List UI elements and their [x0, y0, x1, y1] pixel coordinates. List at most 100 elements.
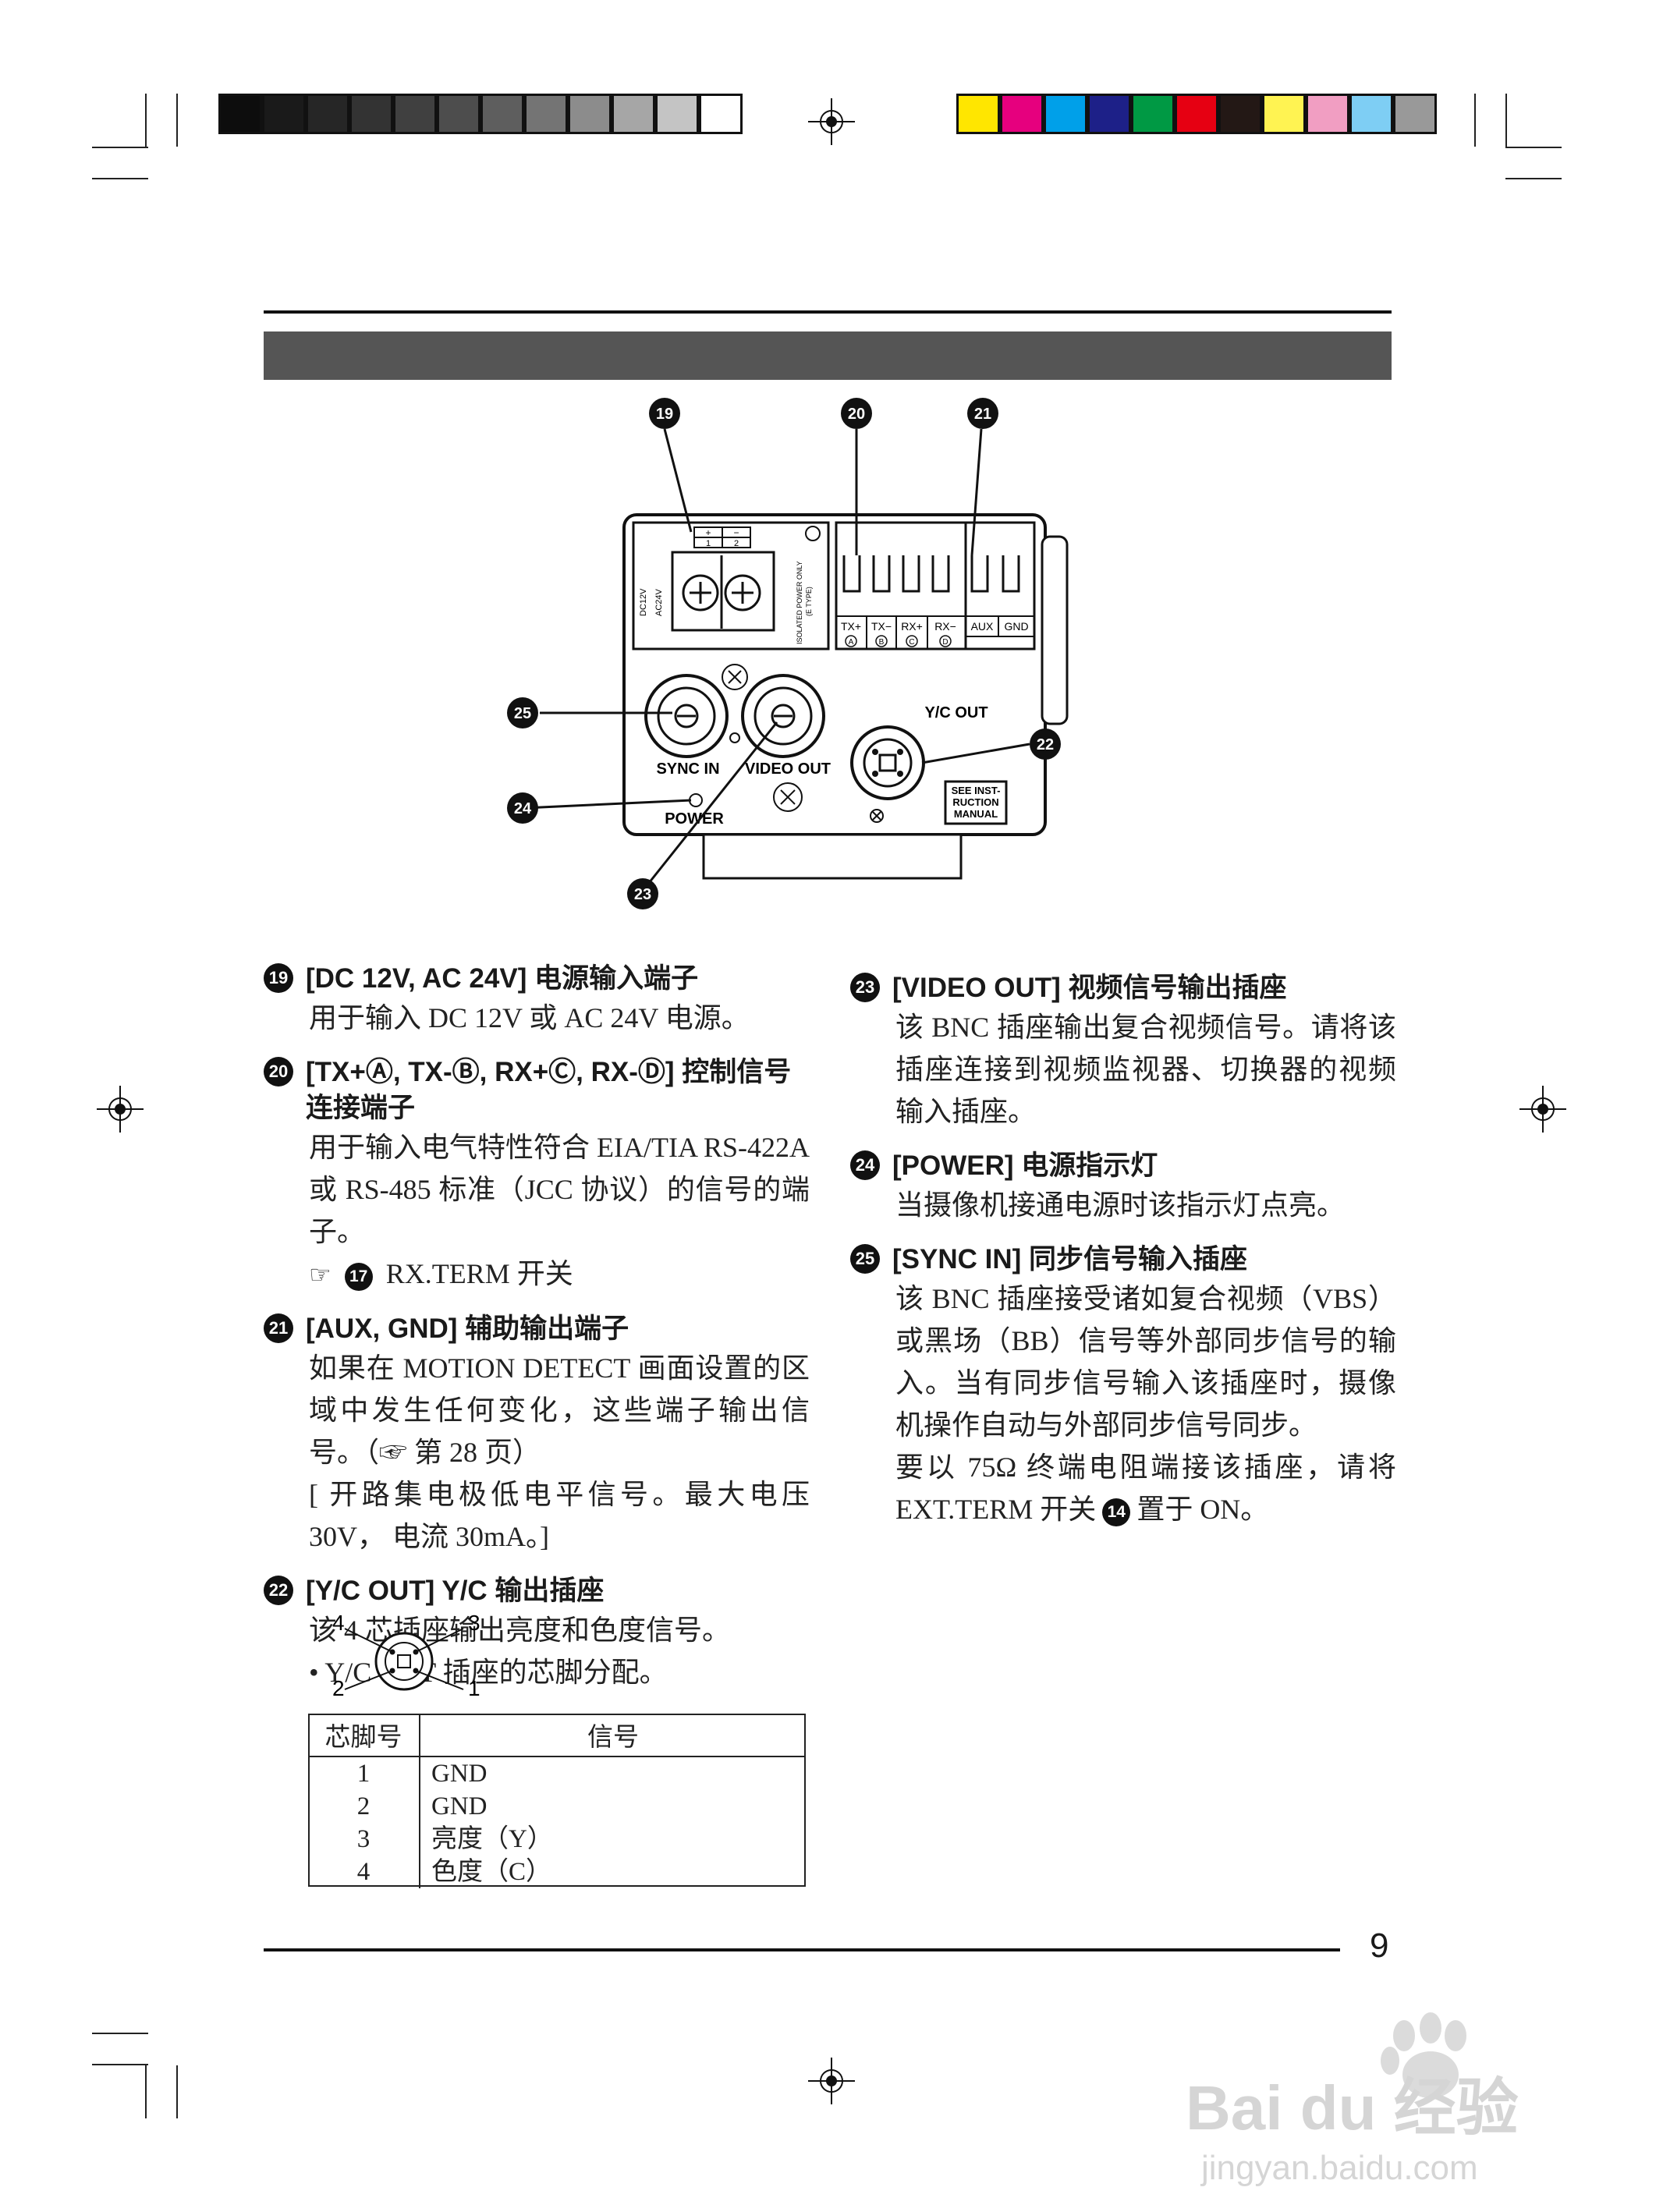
item-25-title: [SYNC IN] 同步信号输入插座	[892, 1244, 1248, 1274]
pin-1-label: 1	[468, 1676, 480, 1700]
callout-23: 23	[634, 886, 651, 903]
color-swatch	[524, 94, 568, 134]
item-22-bullet: • Y/C OUT 插座的芯脚分配。	[309, 1657, 668, 1688]
power-label: POWER	[665, 810, 724, 828]
right-column: 23 [VIDEO OUT] 视频信号输出插座 该 BNC 插座输出复合视频信号。…	[850, 970, 1396, 1546]
terminal-1-label: 1	[706, 539, 711, 548]
isolated-power-label: ISOLATED POWER ONLY	[796, 561, 803, 644]
tx-plus-label: TX+	[841, 620, 861, 633]
tx-minus-label: TX−	[871, 620, 892, 633]
callout-21: 21	[974, 406, 991, 423]
pin-3-label: 3	[468, 1611, 480, 1635]
header-signal: 信号	[420, 1714, 806, 1757]
color-swatch	[349, 94, 393, 134]
color-swatch	[1000, 94, 1044, 134]
color-swatch	[956, 94, 1000, 134]
pin-number-cell: 2	[308, 1790, 420, 1823]
item-23-body: 该 BNC 插座输出复合视频信号。请将该插座连接到视频监视器、切换器的视频输入插…	[895, 1012, 1396, 1127]
color-swatch	[1393, 94, 1437, 134]
terminal-2-label: 2	[734, 539, 739, 548]
item-19-body: 用于输入 DC 12V 或 AC 24V 电源。	[309, 1002, 750, 1033]
label-a: A	[849, 638, 854, 647]
isolated-power-sub-label: (E TYPE)	[805, 587, 813, 616]
see-manual-line3: MANUAL	[954, 808, 998, 820]
pin-number-cell: 1	[308, 1756, 420, 1790]
video-out-label: VIDEO OUT	[745, 760, 831, 778]
color-swatch	[306, 94, 349, 134]
signal-cell: GND	[431, 1792, 488, 1820]
item-20-body: 用于输入电气特性符合 EIA/TIA RS-422A 或 RS-485 标准（J…	[309, 1132, 810, 1247]
badge-17: 17	[344, 1262, 373, 1291]
badge-19: 19	[264, 963, 293, 993]
signal-cell: 色度（C）	[431, 1858, 552, 1886]
yc-out-label: Y/C OUT	[924, 704, 988, 721]
color-swatch	[1175, 94, 1218, 134]
item-25: 25 [SYNC IN] 同步信号输入插座 该 BNC 插座接受诸如复合视频（VB…	[850, 1242, 1396, 1530]
item-21-title: [AUX, GND] 辅助输出端子	[306, 1313, 629, 1344]
watermark-url: jingyan.baidu.com	[1200, 2149, 1478, 2187]
item-19-title: [DC 12V, AC 24V] 电源输入端子	[306, 963, 699, 994]
badge-20: 20	[264, 1057, 293, 1087]
camera-base	[702, 833, 963, 880]
item-23-title: [VIDEO OUT] 视频信号输出插座	[892, 973, 1287, 1003]
camera-rear-panel-figure: + − 1 2 DC12V AC24V ISOLATED POWER ONLY …	[507, 398, 1069, 909]
termination-text-after: 置于 ON。	[1136, 1494, 1269, 1525]
see-manual-plate	[944, 780, 1008, 825]
color-swatch	[1306, 94, 1349, 134]
item-22-title: [Y/C OUT] Y/C 输出插座	[306, 1576, 605, 1606]
callout-19: 19	[656, 406, 673, 423]
item-20: 20 [TX+Ⓐ, TX-Ⓑ, RX+Ⓒ, RX-Ⓓ] 控制信号连接端子 用于输入…	[264, 1055, 810, 1296]
callout-25: 25	[514, 705, 531, 722]
item-21-note: [ 开路集电极低电平信号。最大电压 30V， 电流 30mA。]	[309, 1479, 810, 1552]
item-25-body: 该 BNC 插座接受诸如复合视频（VBS）或黑场（BB）信号等外部同步信号的输入…	[895, 1283, 1396, 1441]
registration-mark-top-icon	[808, 98, 855, 145]
pin-number-cell: 4	[308, 1856, 420, 1888]
aux-terminal-block	[964, 521, 1036, 650]
badge-24: 24	[850, 1150, 880, 1180]
color-swatch	[568, 94, 612, 134]
badge-22: 22	[264, 1576, 293, 1605]
item-22-body: 该 4 芯插座输出亮度和色度信号。	[309, 1615, 731, 1646]
callout-20: 20	[848, 406, 865, 423]
label-c: C	[909, 638, 914, 647]
badge-21: 21	[264, 1313, 293, 1343]
item-24-title: [POWER] 电源指示灯	[892, 1150, 1158, 1181]
callout-badges: 19 20 21 22 23 24 25	[507, 398, 1061, 909]
item-24: 24 [POWER] 电源指示灯 当摄像机接通电源时该指示灯点亮。	[850, 1148, 1396, 1226]
color-swatch	[262, 94, 306, 134]
footer-rule	[264, 1948, 1340, 1951]
color-swatch	[655, 94, 699, 134]
pin-4-label: 4	[332, 1611, 345, 1635]
color-swatch	[393, 94, 437, 134]
color-swatch	[1131, 94, 1175, 134]
color-swatch	[1262, 94, 1306, 134]
pin-number-cell: 3	[308, 1823, 420, 1856]
header-pin-number: 芯脚号	[308, 1714, 420, 1757]
color-swatch	[612, 94, 655, 134]
item-20-title: [TX+Ⓐ, TX-Ⓑ, RX+Ⓒ, RX-Ⓓ] 控制信号连接端子	[306, 1057, 792, 1123]
item-24-body: 当摄像机接通电源时该指示灯点亮。	[895, 1189, 1346, 1221]
aux-label: AUX	[971, 620, 994, 633]
callout-24: 24	[514, 800, 532, 817]
yc-pin-diagram: 4 3 2 1	[332, 1611, 480, 1700]
signal-cell: 亮度（Y）	[431, 1825, 553, 1853]
badge-23: 23	[850, 973, 880, 1002]
terminal-plus-label: +	[705, 527, 711, 538]
ac24v-label: AC24V	[654, 588, 664, 616]
reference-text: RX.TERM 开关	[385, 1258, 573, 1289]
color-swatch	[480, 94, 524, 134]
reference-pointer-icon: ☞	[309, 1260, 332, 1289]
camera-side-bulge	[1041, 535, 1069, 725]
page-number: 9	[1370, 1927, 1389, 1965]
dc12v-label: DC12V	[639, 588, 648, 616]
item-23: 23 [VIDEO OUT] 视频信号输出插座 该 BNC 插座输出复合视频信号。…	[850, 970, 1396, 1133]
power-led-icon	[689, 793, 703, 807]
pin-2-label: 2	[332, 1676, 345, 1700]
color-swatch	[1349, 94, 1393, 134]
registration-mark-left-icon	[97, 1086, 144, 1133]
item-19: 19 [DC 12V, AC 24V] 电源输入端子 用于输入 DC 12V 或 …	[264, 961, 810, 1039]
badge-25: 25	[850, 1244, 880, 1274]
sync-in-label: SYNC IN	[656, 760, 719, 778]
header-bar	[264, 331, 1392, 380]
